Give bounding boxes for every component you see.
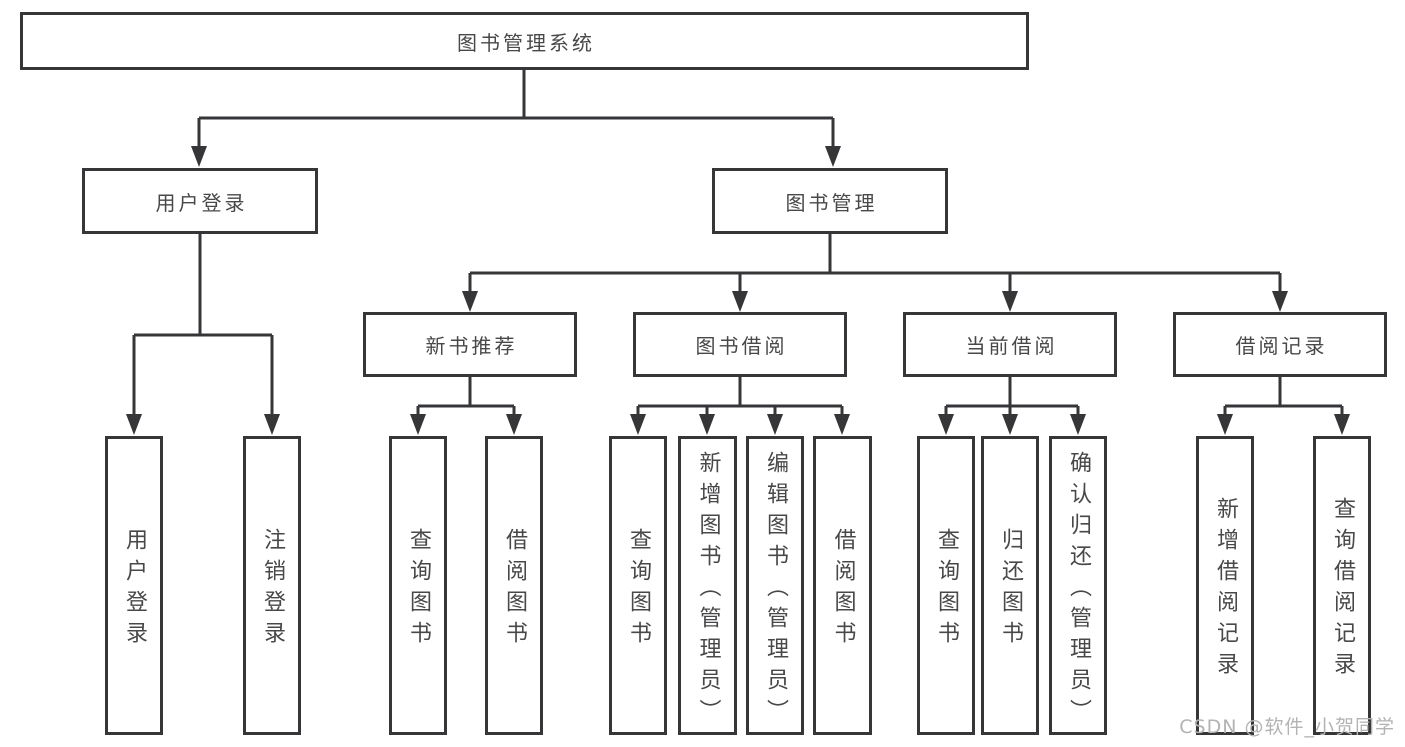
leaf-query-books-borrowing: 查询图书 (609, 436, 667, 735)
arrow-icon (825, 146, 841, 167)
node-label: 图书借阅 (695, 334, 788, 358)
arrow-icon (732, 291, 748, 312)
csdn-watermark: CSDN @软件_小贺同学 (1179, 716, 1395, 738)
node-user-login: 用户登录 (82, 168, 318, 234)
arrow-icon (462, 291, 478, 312)
node-label: 归还图书 (998, 528, 1023, 652)
leaf-borrow-books-recommend: 借阅图书 (485, 436, 543, 735)
arrow-icon (506, 414, 522, 435)
leaf-confirm-return-admin: 确认归还（管理员） (1049, 436, 1107, 735)
leaf-logout: 注销登录 (243, 436, 301, 735)
leaf-user-login: 用户登录 (105, 436, 163, 735)
node-root: 图书管理系统 (20, 12, 1029, 70)
node-label: 图书管理 (785, 190, 878, 215)
node-label: 新增图书（管理员） (695, 450, 721, 730)
leaf-return-book: 归还图书 (981, 436, 1039, 735)
node-label: 查询图书 (626, 528, 651, 652)
node-current-borrowing: 当前借阅 (903, 312, 1117, 377)
connector-paths (132, 70, 1344, 417)
leaf-edit-book-admin: 编辑图书（管理员） (746, 436, 804, 735)
arrow-icon (1002, 291, 1018, 312)
arrow-icon (834, 414, 850, 435)
node-book-management: 图书管理 (712, 168, 948, 234)
arrow-icon (264, 414, 280, 435)
arrowheads (126, 146, 1350, 435)
arrow-icon (1217, 414, 1233, 435)
node-label: 借阅图书 (502, 528, 527, 652)
node-label: 借阅记录 (1235, 334, 1328, 358)
node-label: 用户登录 (155, 190, 248, 215)
arrow-icon (1334, 414, 1350, 435)
arrow-icon (410, 414, 426, 435)
node-book-borrowing: 图书借阅 (633, 312, 847, 377)
node-label: 新增借阅记录 (1213, 497, 1238, 683)
leaf-query-books-recommend: 查询图书 (389, 436, 447, 735)
node-label: 图书管理系统 (457, 30, 595, 55)
leaf-query-books-current: 查询图书 (917, 436, 975, 735)
node-label: 查询图书 (406, 528, 431, 652)
arrow-icon (1070, 414, 1086, 435)
node-label: 编辑图书（管理员） (763, 450, 788, 730)
node-label: 查询图书 (934, 528, 959, 652)
node-borrowing-records: 借阅记录 (1173, 312, 1387, 377)
arrow-icon (630, 414, 646, 435)
arrow-icon (191, 146, 207, 167)
leaf-borrow-books: 借阅图书 (813, 436, 872, 735)
arrow-icon (938, 414, 954, 435)
arrow-icon (126, 414, 142, 435)
node-label: 查询借阅记录 (1330, 497, 1355, 683)
node-label: 借阅图书 (830, 528, 856, 652)
node-label: 注销登录 (260, 528, 285, 652)
leaf-query-borrow-record: 查询借阅记录 (1313, 436, 1371, 735)
node-label: 当前借阅 (965, 334, 1058, 358)
arrow-icon (1272, 291, 1288, 312)
arrow-icon (1002, 414, 1018, 435)
node-new-book-recommend: 新书推荐 (363, 312, 577, 377)
leaf-add-borrow-record: 新增借阅记录 (1196, 436, 1254, 735)
arrow-icon (767, 414, 783, 435)
node-label: 确认归还（管理员） (1066, 450, 1091, 730)
node-label: 新书推荐 (425, 334, 518, 358)
arrow-icon (699, 414, 715, 435)
node-label: 用户登录 (122, 528, 147, 652)
leaf-add-book-admin: 新增图书（管理员） (678, 436, 737, 735)
